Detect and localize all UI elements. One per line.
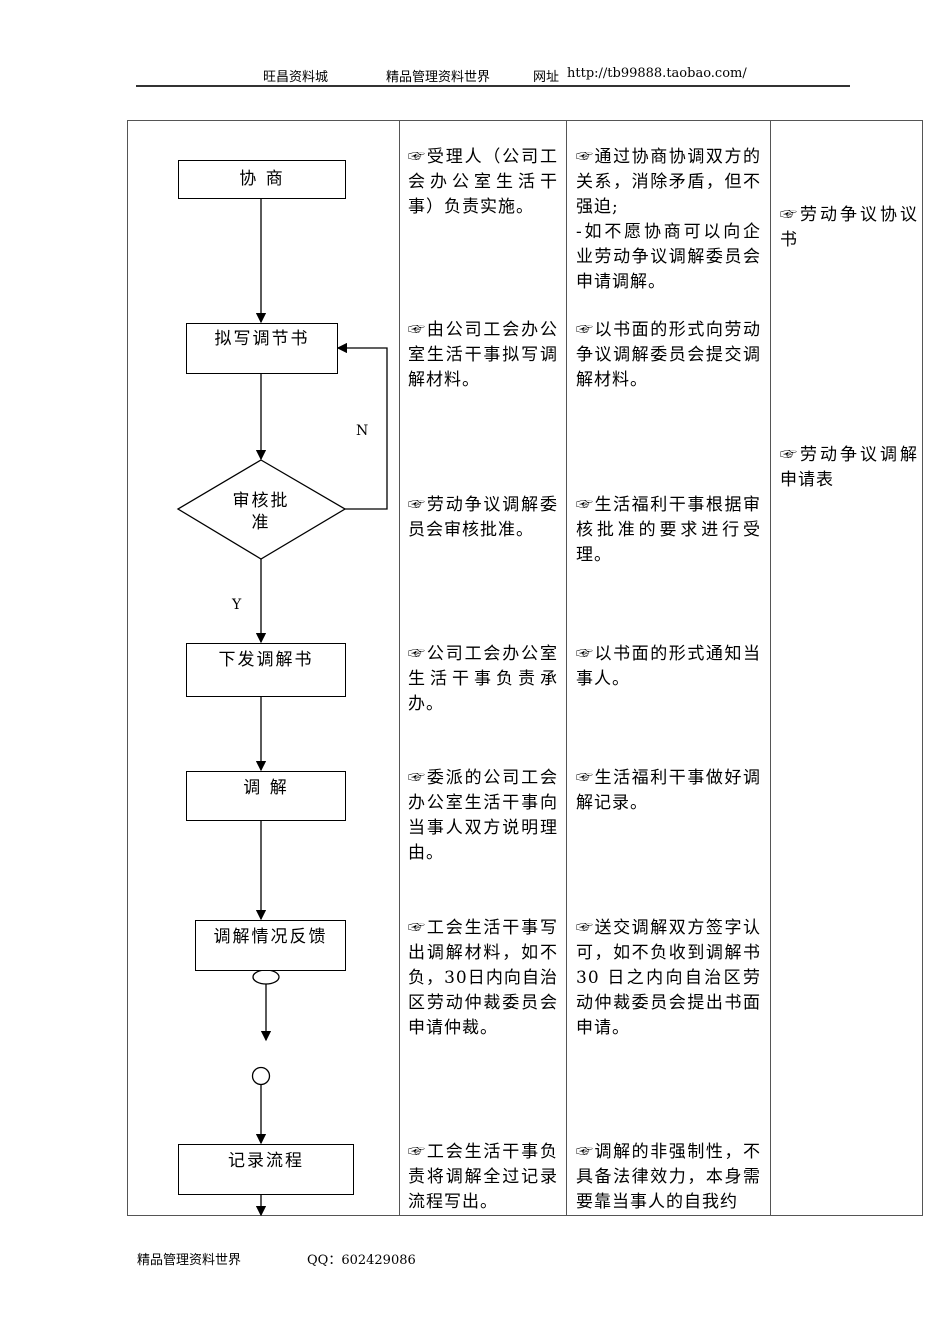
- note-cell: ☞送交调解双方签字认可，如不负收到调解书 30 日之内向自治区劳动仲裁委员会提出…: [576, 918, 761, 1038]
- note-cell: ☞调解的非强制性，不具备法律效力，本身需要靠当事人的自我约: [576, 1142, 761, 1212]
- note-cell: ☞以书面的形式向劳动争议调解委员会提交调解材料。: [576, 320, 761, 390]
- footer-slogan: 精品管理资料世界: [137, 1253, 242, 1268]
- column-divider: [770, 120, 771, 1216]
- flow-decision-approve: 审核批准: [232, 491, 290, 533]
- responsible-cell: ☞工会生活干事写出调解材料，如不负，30日内向自治区劳动仲裁委员会申请仲裁。: [408, 918, 558, 1038]
- note-cell: ☞以书面的形式通知当事人。: [576, 644, 761, 689]
- no-label: N: [356, 423, 369, 439]
- responsible-cell: ☞工会生活干事负责将调解全过记录流程写出。: [408, 1142, 558, 1212]
- note-cell: ☞通过协商协调双方的关系，消除矛盾，但不强迫;: [576, 147, 761, 217]
- flow-step-mediate: 调 解: [186, 771, 346, 821]
- flow-step-draft: 拟写调节书: [186, 323, 338, 374]
- note-cell: ☞生活福利干事做好调解记录。: [576, 768, 761, 813]
- header-slogan: 精品管理资料世界: [386, 70, 491, 85]
- header-rule: [136, 85, 850, 87]
- responsible-cell: ☞受理人（公司工会办公室生活干事）负责实施。: [408, 147, 558, 217]
- document-cell: ☞劳动争议协议书: [780, 205, 918, 250]
- header-url[interactable]: http://tb99888.taobao.com/: [567, 66, 747, 81]
- yes-label: Y: [232, 597, 242, 613]
- document-cell: ☞劳动争议调解申请表: [780, 445, 918, 490]
- process-table: [127, 120, 923, 1216]
- flow-step-negotiate: 协 商: [178, 160, 346, 199]
- footer-qq: QQ：602429086: [307, 1253, 416, 1268]
- flow-step-feedback: 调解情况反馈: [195, 920, 346, 971]
- responsible-cell: ☞公司工会办公室生活干事负责承办。: [408, 644, 558, 714]
- responsible-cell: ☞委派的公司工会办公室生活干事向当事人双方说明理由。: [408, 768, 558, 863]
- note-cell: -如不愿协商可以向企业劳动争议调解委员会申请调解。: [576, 222, 761, 292]
- flow-step-record: 记录流程: [178, 1144, 354, 1195]
- flow-step-issue: 下发调解书: [186, 643, 346, 697]
- connector-ellipse: [252, 969, 280, 985]
- connector-circle: [251, 1066, 271, 1086]
- responsible-cell: ☞劳动争议调解委员会审核批准。: [408, 495, 558, 540]
- column-divider: [399, 120, 400, 1216]
- column-divider: [566, 120, 567, 1216]
- header-url-label: 网址: [533, 70, 560, 85]
- note-cell: ☞生活福利干事根据审核批准的要求进行受理。: [576, 495, 761, 565]
- header-site-name: 旺昌资料城: [263, 70, 329, 85]
- responsible-cell: ☞由公司工会办公室生活干事拟写调解材料。: [408, 320, 558, 390]
